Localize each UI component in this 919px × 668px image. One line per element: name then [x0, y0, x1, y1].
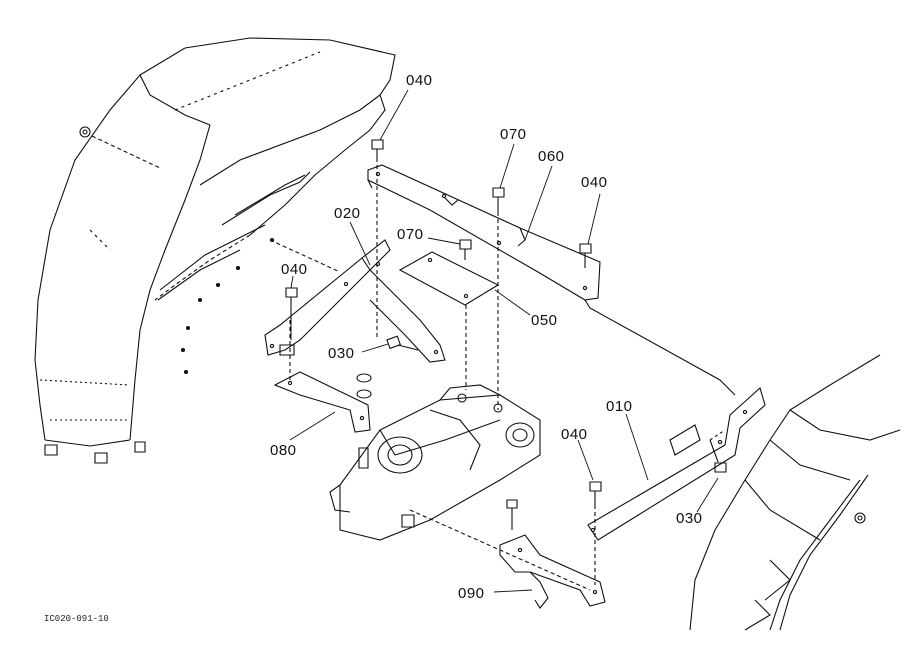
bolt-040-left	[286, 288, 297, 340]
callout-040-right: 040	[581, 174, 608, 191]
callout-090: 090	[458, 585, 485, 602]
callout-030-right: 030	[676, 510, 703, 527]
bolt-070-top	[493, 188, 504, 410]
callout-080: 080	[270, 442, 297, 459]
bolt-030-left	[387, 336, 418, 350]
callout-060: 060	[538, 148, 565, 165]
bracket-090	[500, 500, 605, 608]
plate-050	[400, 252, 498, 390]
callout-020: 020	[334, 205, 361, 222]
bolt-040-lower	[590, 482, 601, 585]
bracket-010	[585, 300, 765, 540]
bracket-080	[275, 372, 370, 432]
leader-lines	[290, 90, 718, 592]
bolt-040-top	[372, 140, 383, 340]
callout-030-left: 030	[328, 345, 355, 362]
callout-070-mid: 070	[397, 226, 424, 243]
right-fender	[690, 355, 900, 630]
callout-040-top: 040	[406, 72, 433, 89]
bolt-070-mid	[460, 240, 471, 260]
callout-070-top: 070	[500, 126, 527, 143]
callout-040-lower: 040	[561, 426, 588, 443]
bolt-040-right	[580, 244, 591, 268]
left-fender	[35, 38, 395, 463]
bracket-020	[265, 240, 445, 362]
assembly-lines	[270, 240, 340, 380]
callout-050: 050	[531, 312, 558, 329]
callout-010: 010	[606, 398, 633, 415]
bolt-030-right	[710, 430, 726, 472]
callout-040-left: 040	[281, 261, 308, 278]
drawing-code: IC020-091-10	[44, 614, 109, 624]
